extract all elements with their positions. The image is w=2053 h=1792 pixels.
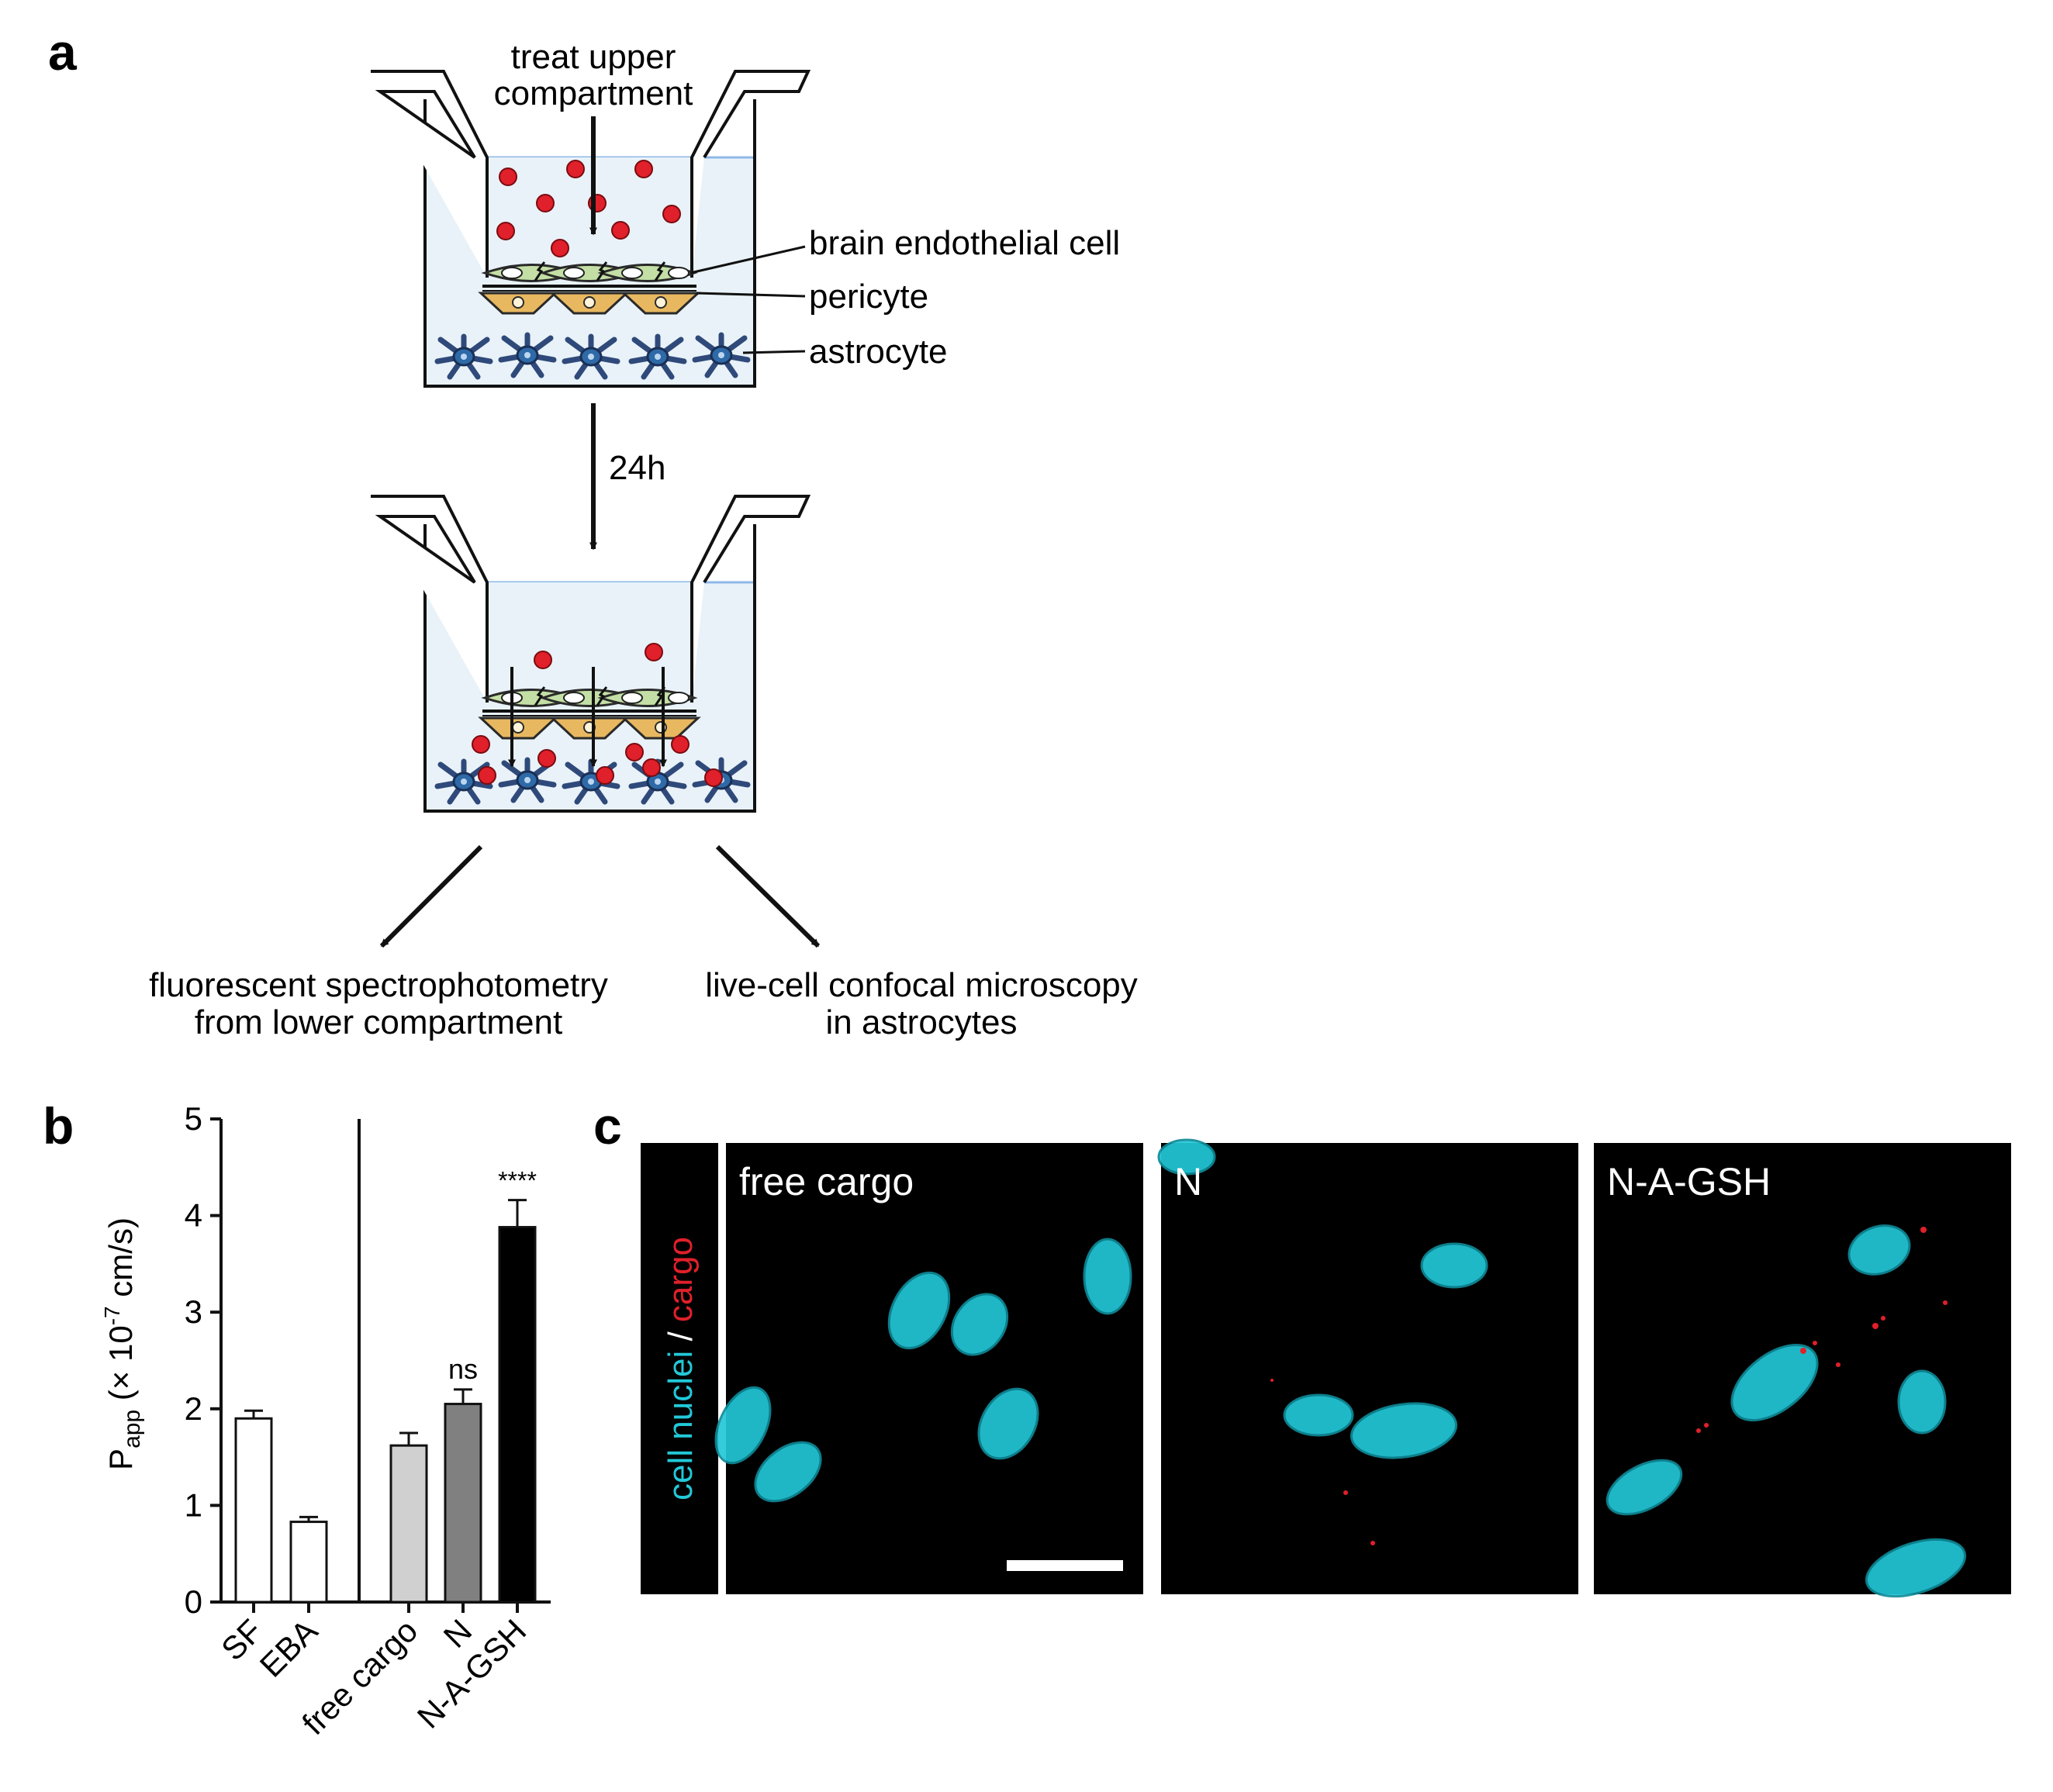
treat-label-line2: compartment <box>494 74 693 112</box>
cargo-particles-remaining <box>534 643 663 669</box>
micrograph-title-n: N <box>1174 1160 1202 1203</box>
side-label-strip <box>641 1143 718 1594</box>
cargo-particles-lower <box>472 735 723 787</box>
side-label-nuclei: cell nuclei <box>662 1351 700 1500</box>
bar-free-cargo <box>389 1444 428 1604</box>
panel-b-letter: b <box>43 1097 74 1155</box>
label-brain-endothelial-cell: brain endothelial cell <box>809 224 1120 262</box>
panel-a-letter: a <box>48 23 78 81</box>
transwell-after <box>371 495 811 813</box>
side-label-cargo: cargo <box>662 1237 700 1322</box>
pericyte-layer-before <box>479 292 700 315</box>
micrograph-n-a-gsh: N-A-GSH <box>1594 1143 2011 1598</box>
label-astrocyte: astrocyte <box>809 333 948 371</box>
output-microscopy-line2: in astrocytes <box>826 1003 1018 1041</box>
y-axis-label: Papp (× 10-7 cm/s) <box>100 1217 145 1470</box>
y-tick-label: 2 <box>185 1390 202 1427</box>
bar-n-a-gsh <box>498 1226 537 1604</box>
time-label: 24h <box>609 449 665 487</box>
output-microscopy-line1: live-cell confocal microscopy <box>705 966 1138 1004</box>
bar-sf <box>234 1417 273 1604</box>
bar-n <box>444 1403 482 1604</box>
y-tick-label: 1 <box>185 1486 202 1523</box>
y-tick-label: 5 <box>185 1100 202 1137</box>
output-spectrophotometry-line2: from lower compartment <box>195 1003 562 1041</box>
treat-label-line1: treat upper <box>511 38 676 76</box>
insert-after <box>371 495 811 703</box>
outer-well-before <box>423 99 756 388</box>
output-spectrophotometry-line1: fluorescent spectrophotometry <box>149 966 608 1004</box>
transwell-before: treat upper compartment brain endothelia… <box>371 38 1120 388</box>
micrograph-n: N <box>1157 1138 1578 1594</box>
micrograph-free-cargo: free cargo <box>714 1143 1143 1594</box>
arrow-to-spectrophotometry <box>379 844 483 948</box>
significance-label: ns <box>448 1353 478 1385</box>
x-tick-label: N-A-GSH <box>410 1612 534 1735</box>
y-tick-label: 0 <box>185 1583 202 1620</box>
label-pericyte: pericyte <box>809 278 928 316</box>
y-tick-label: 3 <box>185 1293 202 1330</box>
arrow-to-microscopy <box>715 844 821 948</box>
panel-c-letter: c <box>593 1097 622 1155</box>
y-tick-label: 4 <box>185 1197 202 1234</box>
micrograph-title-free-cargo: free cargo <box>739 1160 914 1203</box>
side-label: cell nuclei / cargo <box>662 1237 700 1500</box>
outer-well-after <box>423 524 756 813</box>
endothelial-layer-before <box>483 261 696 282</box>
micrograph-title-n-a-gsh: N-A-GSH <box>1607 1160 1771 1203</box>
significance-label: **** <box>498 1167 537 1195</box>
transport-arrows <box>508 667 667 768</box>
insert-before <box>371 70 811 278</box>
endothelial-layer-after <box>483 686 696 707</box>
cargo-particles-upper <box>496 160 681 257</box>
scale-bar <box>1007 1560 1123 1571</box>
bar-eba <box>289 1521 328 1604</box>
panel-c: c cell nuclei / cargo free cargo <box>593 1097 2011 1598</box>
x-tick-label: EBA <box>253 1612 325 1684</box>
panel-a: a <box>48 23 1138 1041</box>
